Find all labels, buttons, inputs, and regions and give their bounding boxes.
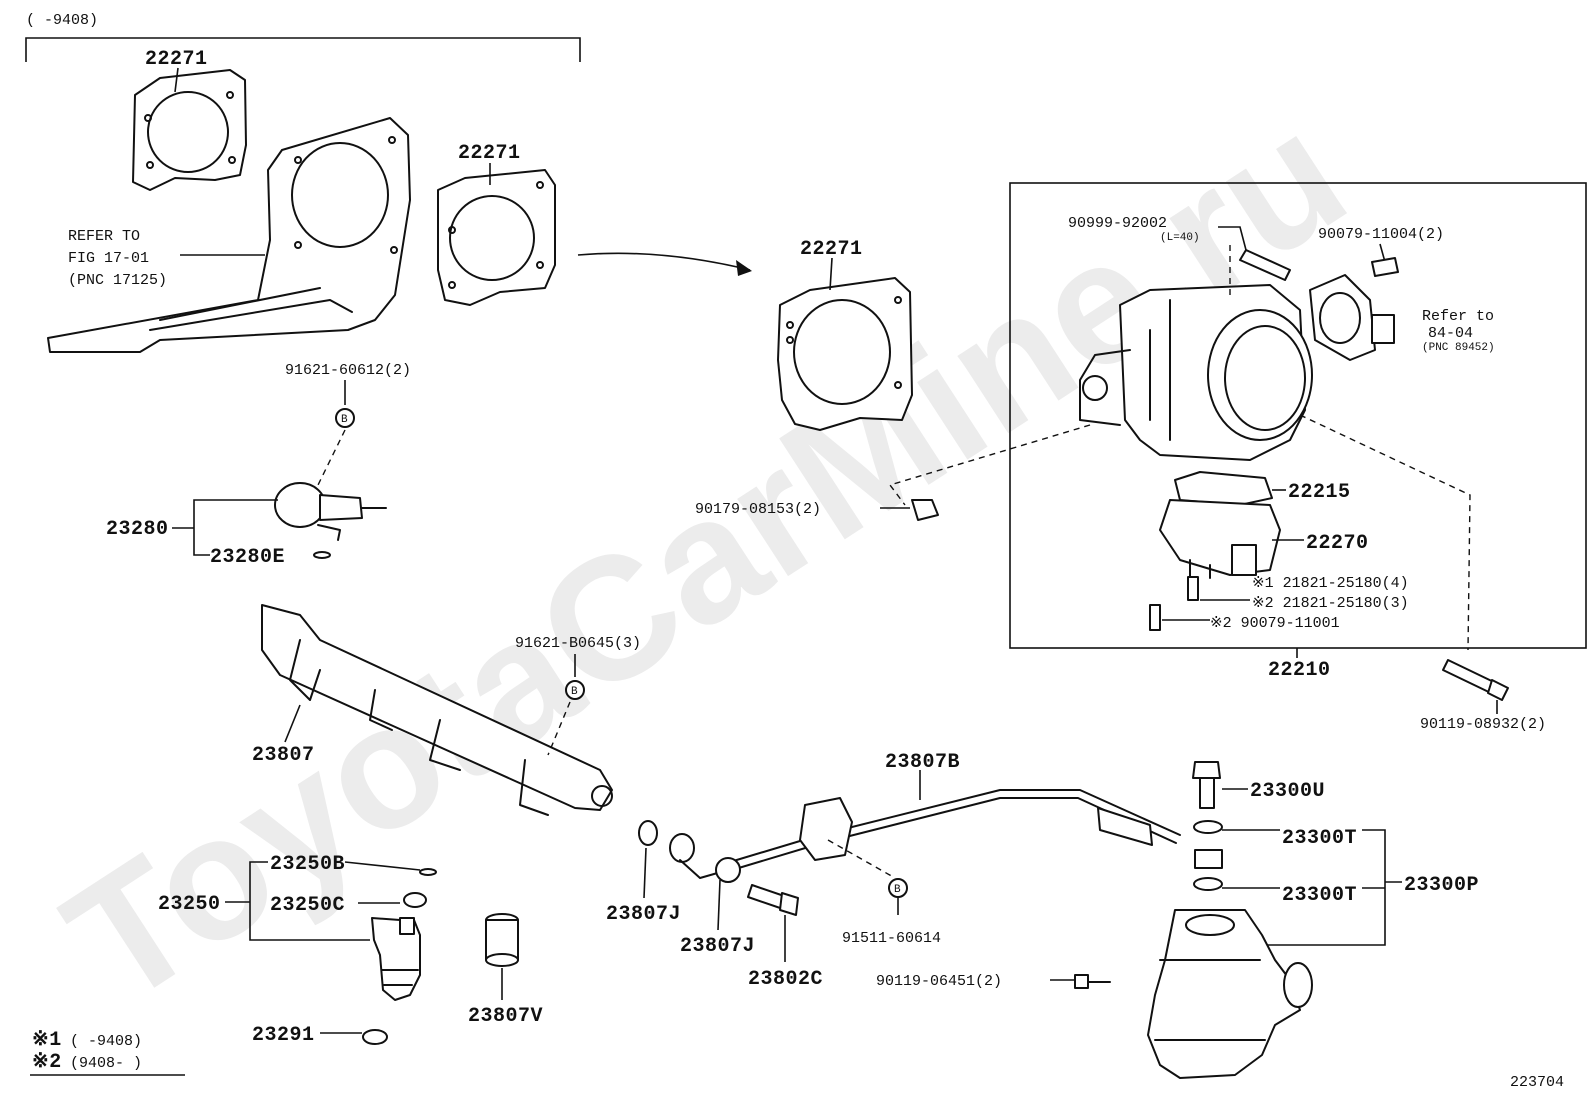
label-23291: 23291 (252, 1024, 315, 1047)
label-23807J-a: 23807J (606, 903, 681, 926)
transition-arrow (577, 252, 751, 271)
label-23807J-b: 23807J (680, 935, 755, 958)
header-bracket (25, 37, 581, 62)
label-21821-a: ※1 21821-25180(4) (1252, 575, 1409, 592)
spacer-23807v[interactable] (485, 913, 519, 967)
fuel-delivery-pipe[interactable] (261, 604, 613, 816)
b-mark-2: B (571, 686, 578, 698)
refer-left-line2: FIG 17-01 (68, 250, 149, 267)
gasket-22271-b[interactable] (437, 169, 556, 306)
screw-90079-11001[interactable] (1149, 604, 1161, 631)
label-91621-B0645: 91621-B0645(3) (515, 635, 641, 652)
throttle-position-sensor[interactable] (1309, 274, 1395, 361)
label-23250: 23250 (158, 893, 221, 916)
label-23300T-b: 23300T (1282, 884, 1357, 907)
label-90119-06451: 90119-06451(2) (876, 973, 1002, 990)
label-23280: 23280 (106, 518, 169, 541)
label-90999: 90999-92002 (1068, 215, 1167, 232)
bolt-90119-06451[interactable] (1074, 974, 1111, 989)
label-22215: 22215 (1288, 481, 1351, 504)
throttle-body-box (1009, 182, 1587, 649)
union-bolt-23802c[interactable] (747, 884, 799, 916)
bolt-90119-08932[interactable] (1442, 659, 1509, 701)
arrow-head (736, 260, 752, 276)
b-mark-1-circle (335, 408, 355, 428)
insulator-23250b[interactable] (419, 868, 437, 876)
label-22210: 22210 (1268, 659, 1331, 682)
footnote-2-mark: ※2 (32, 1051, 62, 1074)
gasket-22271-c[interactable] (777, 277, 913, 431)
bolt-23300u[interactable] (1192, 761, 1221, 809)
refer-right-line1: Refer to (1422, 308, 1494, 325)
footnote-1-mark: ※1 (32, 1029, 62, 1052)
nut-90179[interactable] (911, 499, 939, 521)
pressure-regulator[interactable] (274, 482, 387, 541)
label-23250B: 23250B (270, 853, 345, 876)
intake-stay-bracket[interactable] (47, 117, 411, 353)
label-23300U: 23300U (1250, 780, 1325, 803)
screw-90079-11004[interactable] (1371, 257, 1399, 277)
idle-speed-control-valve[interactable] (1159, 499, 1281, 581)
refer-left-line3: (PNC 17125) (68, 272, 167, 289)
throttle-body[interactable] (1079, 284, 1313, 461)
refer-right-line2: 84-04 (1428, 325, 1473, 342)
header-range: ( -9408) (26, 12, 98, 29)
label-22270: 22270 (1306, 532, 1369, 555)
label-90179: 90179-08153(2) (695, 501, 821, 518)
refer-left-line1: REFER TO (68, 228, 140, 245)
spacer-23300[interactable] (1194, 849, 1223, 869)
footnote-1-range: ( -9408) (70, 1033, 142, 1050)
label-23300T-a: 23300T (1282, 827, 1357, 850)
o-ring-23291[interactable] (362, 1029, 388, 1045)
figure-code: 223704 (1510, 1074, 1564, 1091)
label-90119-08932: 90119-08932(2) (1420, 716, 1546, 733)
label-23807B: 23807B (885, 751, 960, 774)
o-ring-23280e[interactable] (313, 551, 331, 559)
label-91511: 91511-60614 (842, 930, 941, 947)
o-ring-23250c[interactable] (403, 892, 427, 908)
b-mark-1: B (341, 414, 348, 426)
label-23280E: 23280E (210, 546, 285, 569)
gasket-23300t-b[interactable] (1193, 877, 1223, 891)
fuel-injector[interactable] (371, 917, 421, 1001)
b-mark-2-circle (565, 680, 585, 700)
label-21821-b: ※2 21821-25180(3) (1252, 595, 1409, 612)
footnote-2-range: (9408- ) (70, 1055, 142, 1072)
label-23807: 23807 (252, 744, 315, 767)
label-23802C: 23802C (748, 968, 823, 991)
label-90079-11004: 90079-11004(2) (1318, 226, 1444, 243)
label-90079-11001: ※2 90079-11001 (1210, 615, 1340, 632)
fuel-pipe-23807b[interactable] (719, 789, 1181, 874)
label-23300P: 23300P (1404, 874, 1479, 897)
bolt-21821[interactable] (1187, 576, 1199, 601)
label-91621-60612: 91621-60612(2) (285, 362, 411, 379)
gasket-22271-a[interactable] (132, 69, 247, 191)
pulsation-damper[interactable] (1147, 909, 1313, 1079)
label-23807V: 23807V (468, 1005, 543, 1028)
label-90999-len: (L=40) (1160, 232, 1200, 244)
b-mark-3-circle (888, 878, 908, 898)
gasket-23807j-a[interactable] (638, 820, 695, 863)
label-22271-c: 22271 (800, 238, 863, 261)
b-mark-3: B (894, 884, 901, 896)
refer-right-line3: (PNC 89452) (1422, 342, 1495, 354)
gasket-23300t-a[interactable] (1193, 820, 1223, 834)
label-22271-a: 22271 (145, 48, 208, 71)
union-23807j[interactable] (679, 857, 741, 883)
label-23250C: 23250C (270, 894, 345, 917)
label-22271-b: 22271 (458, 142, 521, 165)
throttle-stop-screw[interactable] (1239, 249, 1291, 281)
